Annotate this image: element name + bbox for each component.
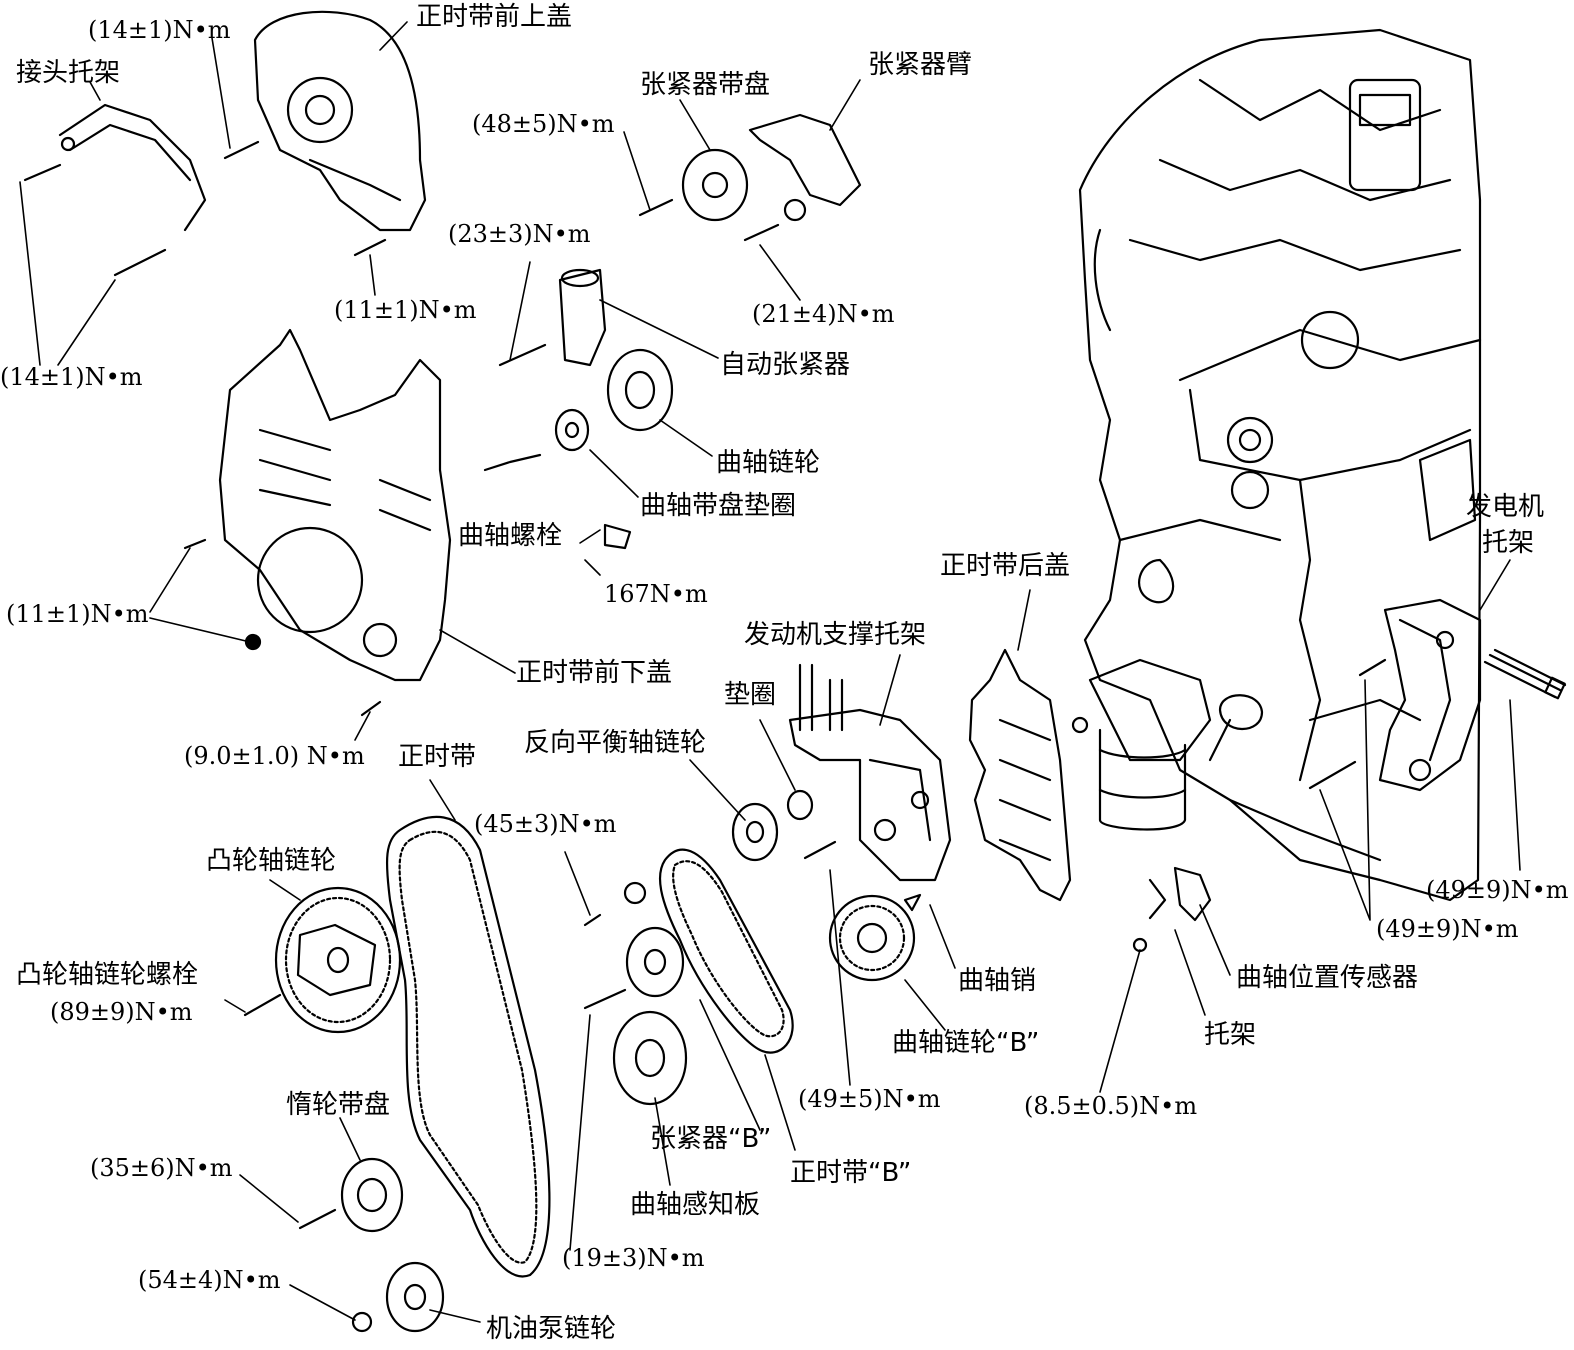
torque-tensioner-arm-bolt: (21±4)N•m: [752, 300, 895, 328]
torque-engine-support-bolt: (49±5)N•m: [798, 1085, 941, 1113]
label-timing-belt: 正时带: [398, 742, 477, 772]
oil-pump-sprocket-drawing: [385, 1261, 445, 1333]
leader-lines: [19, 21, 1521, 1323]
label-tensioner-pulley: 张紧器带盘: [640, 70, 771, 100]
rear-cover-drawing: [968, 648, 1089, 902]
label-tensioner-arm: 张紧器臂: [868, 50, 973, 80]
label-camshaft-sprocket: 凸轮轴链轮: [206, 846, 337, 876]
torque-connector-bracket-bolt-top: (14±1)N•m: [88, 16, 231, 44]
crank-sensor-drawing: [1132, 866, 1212, 953]
camshaft-sprocket-drawing: [274, 886, 402, 1034]
torque-sensor-bolt: (8.5±0.5)N•m: [1024, 1092, 1198, 1120]
label-tensioner-b: 张紧器“B”: [650, 1124, 772, 1154]
label-crank-sensing-plate: 曲轴感知板: [630, 1190, 761, 1220]
label-idler-pulley: 惰轮带盘: [286, 1090, 391, 1120]
label-crank-bolt: 曲轴螺栓: [458, 521, 563, 551]
torque-tensioner-b-bolt: (45±3)N•m: [474, 810, 617, 838]
label-timing-belt-b: 正时带“B”: [790, 1158, 912, 1188]
torque-camshaft-sprocket-bolt: (89±9)N•m: [50, 998, 193, 1026]
label-oil-pump-sprocket: 机油泵链轮: [486, 1314, 617, 1344]
tensioner-b-drawing: [612, 881, 688, 1106]
tensioner-drawing: [681, 113, 862, 222]
torque-upper-cover-bolt: (11±1)N•m: [334, 296, 477, 324]
bolts-drawing: [23, 140, 1387, 1333]
crank-sprocket-b-drawing: [828, 893, 922, 982]
label-auto-tensioner: 自动张紧器: [720, 350, 851, 380]
label-crank-sprocket: 曲轴链轮: [716, 448, 821, 478]
front-lower-cover-drawing: [218, 328, 452, 682]
torque-connector-bracket-bolt-left: (14±1)N•m: [0, 363, 143, 391]
crank-bolt-drawing: [483, 453, 632, 550]
crank-sprocket-drawing: [554, 348, 674, 452]
timing-belt-b-drawing: [658, 848, 794, 1054]
torque-idler-pulley-bolt: (35±6)N•m: [90, 1154, 233, 1182]
torque-crank-bolt: 167N•m: [604, 580, 708, 608]
label-camshaft-sprocket-bolt: 凸轮轴链轮螺栓: [16, 960, 199, 990]
label-timing-front-upper-cover: 正时带前上盖: [416, 2, 573, 32]
torque-tensioner-b-pivot-bolt: (19±3)N•m: [562, 1244, 705, 1272]
torque-generator-bracket-bolt-a: (49±9)N•m: [1426, 876, 1569, 904]
label-crank-position-sensor: 曲轴位置传感器: [1236, 963, 1419, 993]
torque-generator-bracket-bolt-b: (49±9)N•m: [1376, 915, 1519, 943]
timing-belt-drawing: [385, 815, 551, 1278]
label-connector-bracket: 接头托架: [16, 58, 121, 88]
auto-tensioner-drawing: [558, 268, 607, 367]
label-crank-sprocket-b: 曲轴链轮“B”: [892, 1028, 1040, 1058]
label-bracket: 托架: [1204, 1020, 1257, 1050]
label-crank-pulley-washer: 曲轴带盘垫圈: [640, 491, 797, 521]
engine-block-drawing: [1078, 28, 1482, 902]
counter-balance-sprocket-drawing: [731, 789, 814, 862]
torque-oil-pump-sprocket-nut: (54±4)N•m: [138, 1266, 281, 1294]
torque-auto-tensioner-bolt: (23±3)N•m: [448, 220, 591, 248]
label-generator-bracket-line2: 托架: [1482, 528, 1535, 558]
engine-support-bracket-drawing: [788, 663, 952, 882]
label-timing-rear-cover: 正时带后盖: [940, 551, 1071, 581]
connector-bracket-drawing: [58, 103, 207, 232]
torque-tensioner-pulley-bolt: (48±5)N•m: [472, 110, 615, 138]
label-counter-balance-sprocket: 反向平衡轴链轮: [524, 728, 707, 758]
label-engine-support-bracket: 发动机支撑托架: [744, 620, 927, 650]
label-washer: 垫圈: [724, 680, 777, 710]
idler-pulley-drawing: [340, 1157, 404, 1233]
torque-lower-cover-small-bolt: (9.0±1.0) N•m: [184, 742, 365, 770]
front-upper-cover-drawing: [253, 10, 427, 232]
label-generator-bracket-line1: 发电机: [1466, 492, 1545, 522]
generator-bracket-drawing: [1378, 598, 1567, 792]
label-crank-pin: 曲轴销: [958, 966, 1037, 996]
torque-lower-cover-bolt: (11±1)N•m: [6, 600, 149, 628]
label-timing-front-lower-cover: 正时带前下盖: [516, 658, 673, 688]
